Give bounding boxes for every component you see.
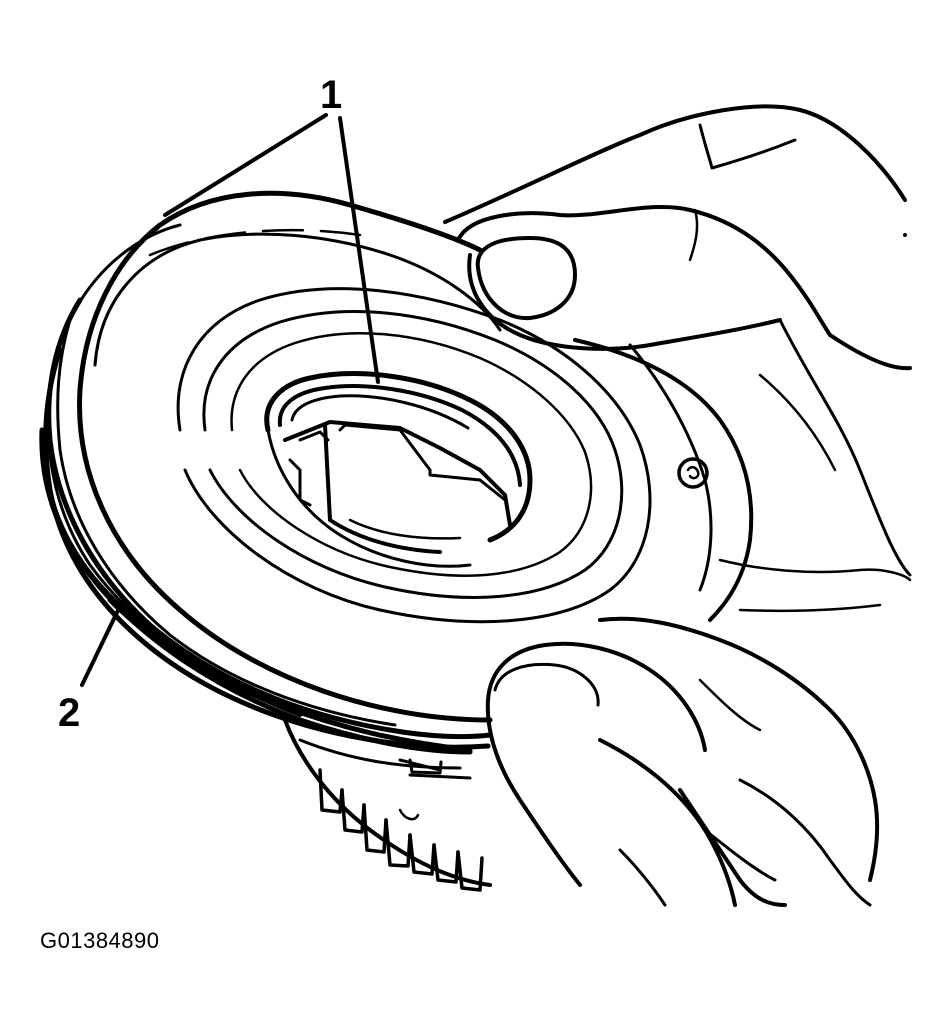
- hub-body: [283, 338, 754, 892]
- callout-1-leader-rim: [163, 113, 328, 217]
- center-bore: [264, 371, 533, 568]
- pulley-face-rings: [176, 287, 652, 624]
- callout-2-label: 2: [58, 691, 80, 735]
- hands-illustration: [443, 104, 912, 907]
- callout-1-label: 1: [320, 73, 342, 117]
- callout-1-leader-seal: [338, 116, 380, 384]
- pulley: [39, 190, 502, 775]
- figure-id-label: G01384890: [40, 928, 160, 953]
- callout-2-leader: [80, 600, 124, 687]
- callout-leaders: [80, 113, 380, 687]
